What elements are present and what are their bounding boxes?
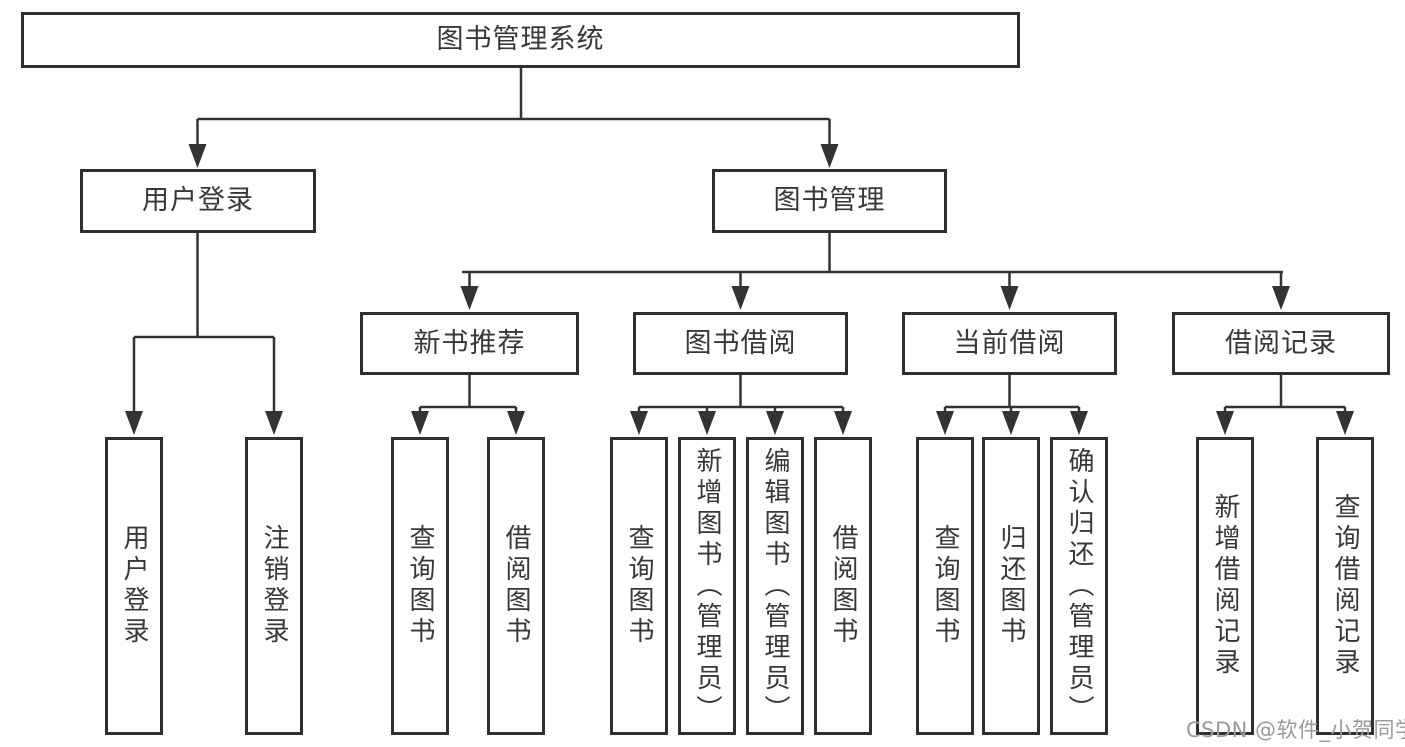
- leaf-current-confirm-return-admin: 确认归还（管理员）: [1050, 437, 1108, 735]
- node-label: 新增图书（管理员）: [692, 446, 722, 726]
- arrowhead: [188, 144, 207, 168]
- node-label: 归还图书: [996, 524, 1026, 648]
- arrowhead: [936, 411, 954, 435]
- connector-user-login-to-leaves: [125, 233, 283, 435]
- node-label: 当前借阅: [953, 327, 1066, 359]
- node-label: 借阅记录: [1225, 327, 1337, 359]
- csdn-watermark: CSDN @软件_小贺同学: [1186, 718, 1405, 742]
- arrowhead: [125, 411, 143, 435]
- arrowhead: [731, 286, 750, 310]
- connector-book-mgmt-to-level3: [460, 233, 1290, 310]
- arrowhead: [411, 411, 429, 435]
- leaf-newbook-query-books: 查询图书: [391, 437, 449, 735]
- arrowhead: [834, 411, 852, 435]
- connector-current-borrow-to-leaves: [936, 375, 1088, 435]
- node-label: 图书管理: [773, 185, 886, 217]
- node-label: 借阅图书: [501, 524, 531, 648]
- node-user-login: 用户登录: [80, 169, 316, 233]
- node-label: 图书管理系统: [436, 24, 605, 56]
- connector-borrow-record-to-leaves: [1216, 375, 1354, 435]
- arrowhead: [460, 286, 479, 310]
- arrowhead: [820, 144, 839, 168]
- node-label: 注销登录: [259, 524, 289, 648]
- node-label: 用户登录: [119, 524, 149, 648]
- arrowhead: [698, 411, 716, 435]
- arrowhead: [766, 411, 784, 435]
- node-root-library-management-system: 图书管理系统: [21, 12, 1020, 68]
- leaf-logout: 注销登录: [245, 437, 303, 735]
- leaf-borrow-query-books: 查询图书: [610, 437, 668, 735]
- leaf-borrow-add-books-admin: 新增图书（管理员）: [678, 437, 736, 735]
- arrowhead: [1272, 286, 1290, 310]
- arrowhead: [1336, 411, 1354, 435]
- arrowhead: [507, 411, 525, 435]
- leaf-record-add-borrow-record: 新增借阅记录: [1196, 437, 1254, 735]
- arrowhead: [1070, 411, 1088, 435]
- arrowhead: [1216, 411, 1234, 435]
- node-label: 图书借阅: [684, 327, 797, 359]
- connector-book-borrow-to-leaves: [630, 375, 852, 435]
- node-label: 借阅图书: [828, 524, 858, 648]
- node-new-book-recommend: 新书推荐: [360, 312, 579, 375]
- node-label: 新书推荐: [413, 327, 526, 359]
- node-book-borrow: 图书借阅: [633, 312, 848, 375]
- node-label: 查询图书: [930, 524, 960, 648]
- node-label: 用户登录: [142, 185, 254, 217]
- connector-root-to-level2: [188, 68, 839, 168]
- node-label: 查询图书: [624, 524, 654, 648]
- arrowhead: [630, 411, 648, 435]
- node-label: 新增借阅记录: [1210, 493, 1240, 679]
- leaf-user-login: 用户登录: [105, 437, 163, 735]
- node-label: 查询图书: [405, 524, 435, 648]
- leaf-borrow-edit-books-admin: 编辑图书（管理员）: [746, 437, 804, 735]
- leaf-current-return-books: 归还图书: [982, 437, 1040, 735]
- node-borrow-record: 借阅记录: [1172, 312, 1390, 375]
- arrowhead: [1002, 411, 1020, 435]
- connector-new-book-to-leaves: [411, 375, 525, 435]
- leaf-record-query-borrow-record: 查询借阅记录: [1316, 437, 1374, 735]
- node-label: 编辑图书（管理员）: [760, 446, 790, 726]
- node-label: 确认归还（管理员）: [1064, 446, 1094, 726]
- leaf-newbook-borrow-books: 借阅图书: [487, 437, 545, 735]
- node-book-management: 图书管理: [712, 169, 947, 233]
- node-current-borrow: 当前借阅: [902, 312, 1117, 375]
- leaf-current-query-books: 查询图书: [916, 437, 974, 735]
- node-label: 查询借阅记录: [1330, 493, 1360, 679]
- arrowhead: [1000, 286, 1019, 310]
- leaf-borrow-borrow-books: 借阅图书: [814, 437, 872, 735]
- arrowhead: [265, 411, 283, 435]
